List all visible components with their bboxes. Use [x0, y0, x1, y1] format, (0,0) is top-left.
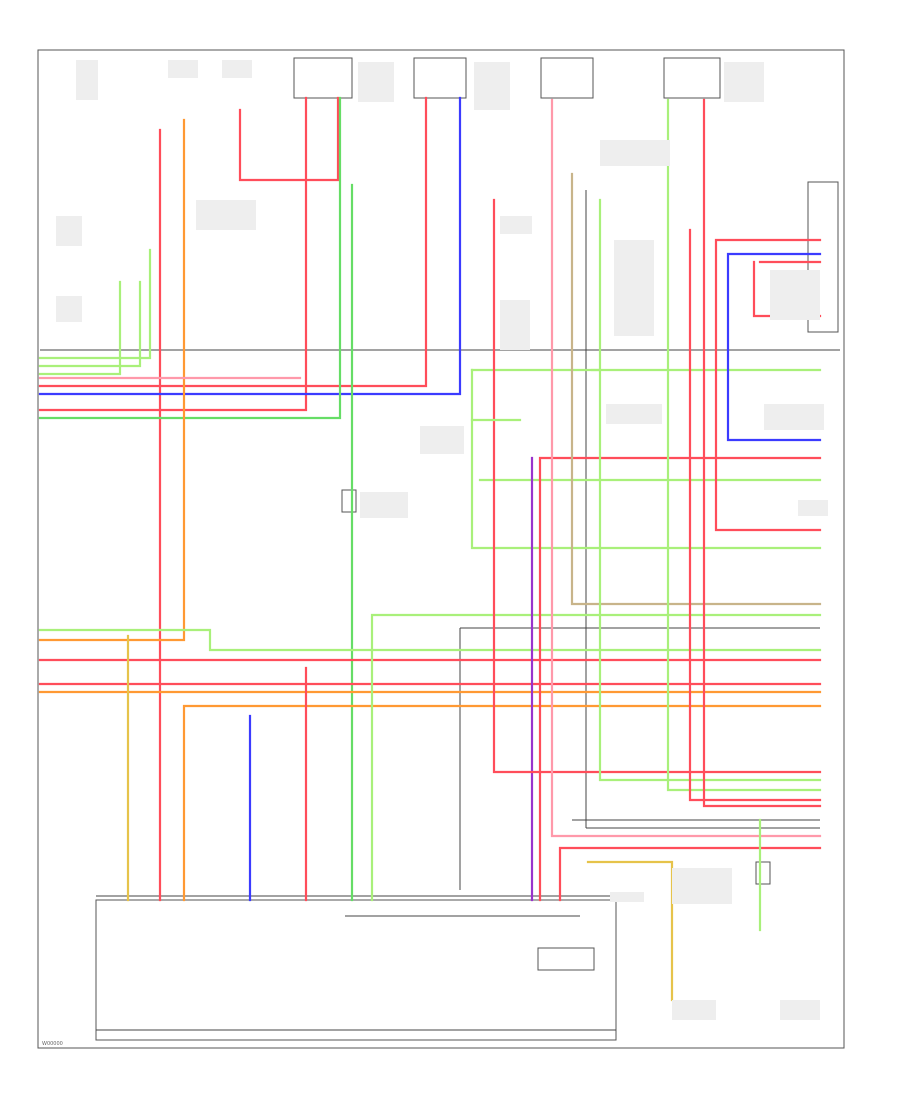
- bottom-panel-box: [95, 899, 617, 1041]
- label-marks: [56, 60, 828, 1020]
- wire-red-27: [492, 198, 822, 774]
- wire-light-green-10: [38, 280, 122, 376]
- wire-pink-37: [550, 98, 822, 838]
- bus-lines: [40, 190, 840, 1031]
- wire-light-green-29: [598, 198, 822, 782]
- wire-yellow-39: [586, 860, 674, 1002]
- module-rear-left: [540, 57, 594, 99]
- wire-red-3: [238, 96, 340, 182]
- wire-light-green-8: [38, 248, 152, 360]
- wire-tan-28: [570, 172, 822, 606]
- wire-red-33: [714, 238, 822, 532]
- wire-red-2: [38, 96, 308, 412]
- wire-blue-34: [726, 252, 822, 442]
- junction-right-small: [755, 861, 771, 885]
- footer-code: W00000: [42, 1041, 63, 1047]
- wire-light-green-9: [38, 280, 142, 368]
- wires: [38, 96, 822, 1002]
- wire-orange-16: [182, 704, 822, 902]
- junction-mid: [341, 489, 357, 513]
- top-modules: [95, 57, 839, 1041]
- wire-orange-11: [38, 118, 186, 642]
- wire-red-32: [688, 228, 822, 802]
- diagram-border: [37, 49, 845, 1049]
- module-rear-right: [663, 57, 721, 99]
- wire-light-green-21: [370, 613, 822, 902]
- wire-red-25: [538, 456, 822, 902]
- wire-red-31: [702, 98, 822, 808]
- wire-red-4: [38, 96, 428, 388]
- relay-box: [537, 947, 595, 971]
- wire-blue-5: [38, 96, 462, 396]
- wire-light-green-30: [666, 98, 822, 792]
- wire-green-6: [38, 96, 342, 420]
- wire-light-green-17: [38, 628, 822, 652]
- module-right-front: [413, 57, 467, 99]
- wire-red-38: [558, 846, 822, 902]
- module-left-front: [293, 57, 353, 99]
